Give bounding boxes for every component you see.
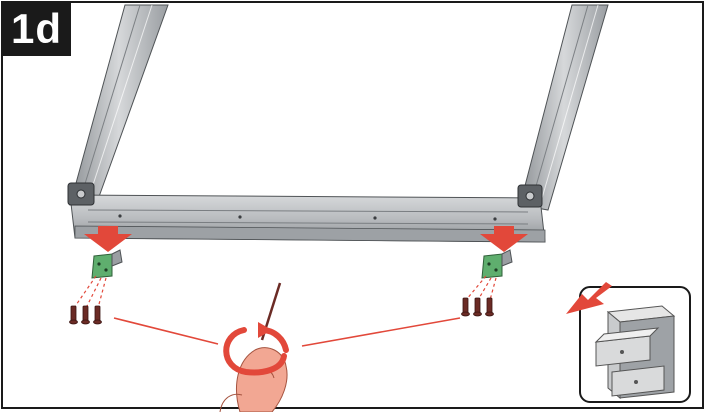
step-number-badge: 1d <box>2 2 71 56</box>
frame-left-side <box>70 5 168 205</box>
mounting-bracket-right <box>482 250 512 278</box>
mounting-bracket-left <box>92 250 122 278</box>
screws-right <box>462 298 494 316</box>
chest-of-drawers-icon <box>596 306 674 398</box>
screw-guides <box>74 276 496 308</box>
frame-corner-left <box>68 183 94 205</box>
frame-right-side <box>520 5 608 210</box>
frame-corner-right <box>518 185 542 207</box>
screwdriver-hand <box>220 283 287 412</box>
screws-left <box>70 306 102 324</box>
frame-bottom-rail <box>70 195 545 242</box>
pointer-lines <box>114 318 460 346</box>
